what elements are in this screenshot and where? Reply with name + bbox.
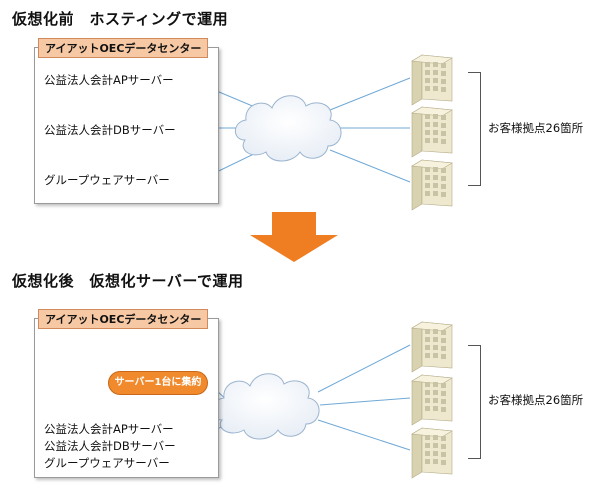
server-label: グループウェアサーバー [44,173,170,187]
top-cloud [234,95,342,162]
after-datacenter-box [34,318,219,478]
before-title: 仮想化前 ホスティングで運用 [12,10,229,28]
after-title: 仮想化後 仮想化サーバーで運用 [12,272,244,290]
sites-bracket [468,72,481,186]
server-label: 公益法人会計DBサーバー [44,439,176,453]
building-icon [411,427,453,479]
before-datacenter-box [34,47,219,204]
server-label: 公益法人会計DBサーバー [44,123,176,137]
server-label: 公益法人会計APサーバー [44,73,174,87]
building-icon [411,54,453,106]
building-icon [411,374,453,426]
after-datacenter-label: アイアットOECデータセンター [38,309,209,329]
sites-label: お客様拠点26箇所 [488,393,584,407]
before-datacenter-label: アイアットOECデータセンター [38,38,209,58]
sites-bracket [468,345,481,459]
server-label: グループウェアサーバー [44,456,170,470]
building-icon [411,159,453,211]
sites-label: お客様拠点26箇所 [488,121,584,135]
consolidation-badge: サーバー1台に集約 [108,371,208,395]
server-label: 公益法人会計APサーバー [44,422,174,436]
building-icon [411,321,453,373]
building-icon [411,106,453,158]
down-arrow-icon [250,212,338,262]
bottom-cloud [211,373,320,440]
